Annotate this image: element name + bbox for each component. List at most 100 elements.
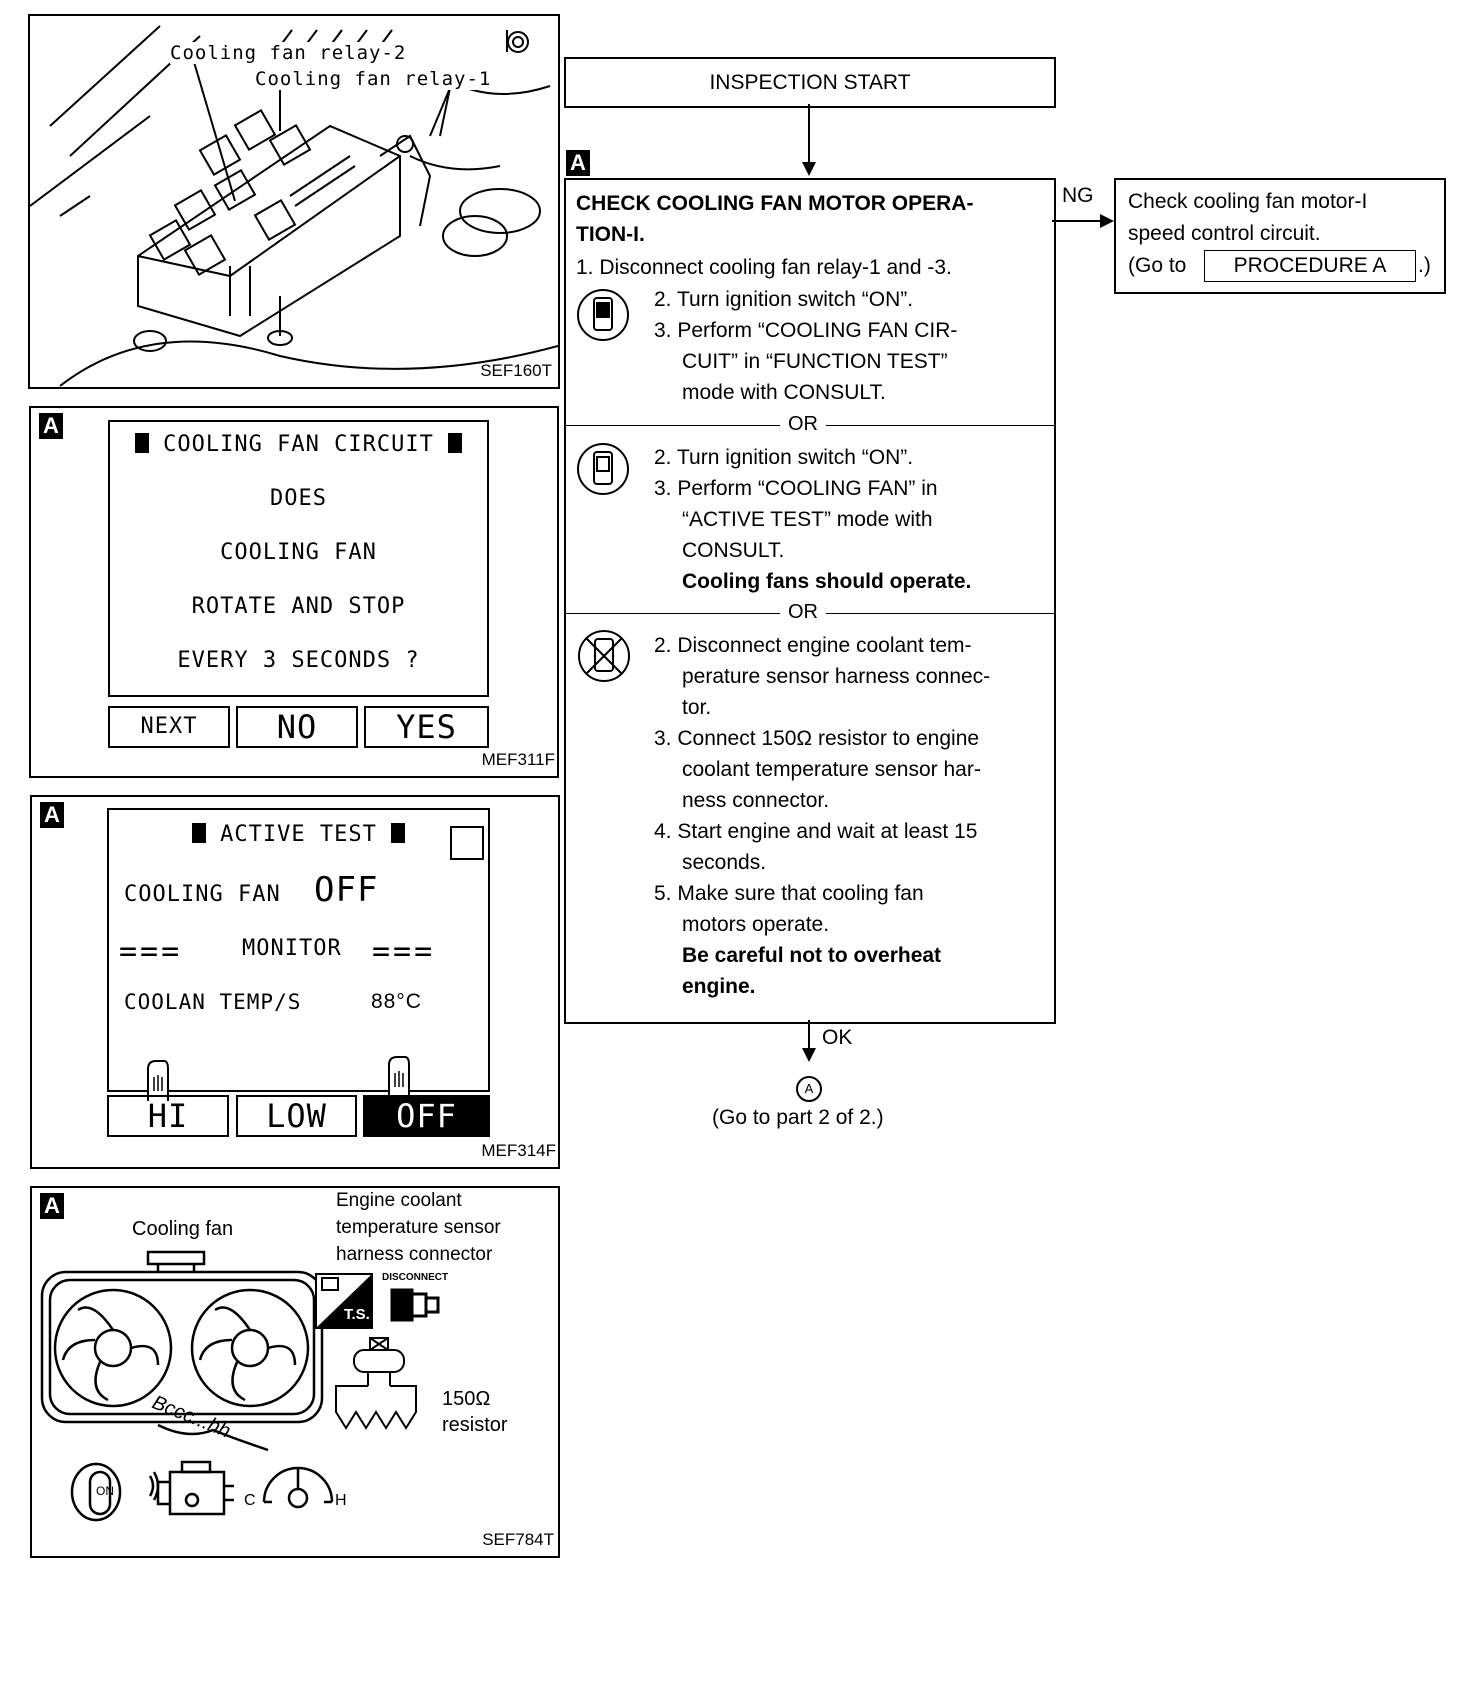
connector-a: A <box>796 1076 822 1102</box>
section-tag: A <box>566 150 590 176</box>
function-test-figure: A COOLING FAN CIRCUIT DOES COOLING FAN R… <box>29 406 559 778</box>
monitor-divider-left: === <box>119 934 183 969</box>
or-label: OR <box>780 413 826 436</box>
figure-code: SEF160T <box>480 361 552 380</box>
resistor-label: resistor <box>442 1414 508 1436</box>
test-item-label: COOLING FAN <box>124 882 281 907</box>
inspection-start-label: INSPECTION START <box>709 71 911 94</box>
step-text: motors operate. <box>682 913 830 936</box>
screen-title: ACTIVE TEST <box>220 822 377 847</box>
screen-line: COOLING FAN <box>220 540 377 565</box>
step-note: engine. <box>682 975 756 998</box>
disconnect-label: DISCONNECT <box>382 1272 449 1283</box>
step-text: ness connector. <box>682 789 830 812</box>
consult-screen: ACTIVE TEST COOLING FAN OFF === MONITOR … <box>107 808 490 1092</box>
hi-button[interactable]: HI <box>107 1095 229 1137</box>
checkbox-icon[interactable] <box>450 826 484 860</box>
monitor-item: COOLAN TEMP/S <box>124 990 302 1014</box>
touch-finger-icon <box>147 1060 169 1101</box>
sensor-label-line: harness connector <box>336 1244 493 1265</box>
screen-title-row: ACTIVE TEST <box>109 822 488 847</box>
resistor-value: 150Ω <box>442 1388 491 1410</box>
temperature-gauge-icon <box>262 1466 334 1509</box>
goto-part-2: (Go to part 2 of 2.) <box>712 1106 884 1129</box>
no-tester-icon <box>578 630 630 682</box>
next-button[interactable]: NEXT <box>108 706 230 748</box>
step-text: CONSULT. <box>682 539 785 562</box>
inspection-start-box: INSPECTION START <box>564 57 1056 108</box>
gauge-cold-label: C <box>244 1492 256 1509</box>
figure-code: MEF314F <box>481 1141 556 1160</box>
step-text: 3. Perform “COOLING FAN CIR- <box>654 319 958 342</box>
resistor-connection-figure: A Cooling fan Engine coolant temperature… <box>30 1186 560 1558</box>
screen-title: COOLING FAN CIRCUIT <box>163 432 434 457</box>
screen-line: EVERY 3 SECONDS ? <box>177 648 420 673</box>
no-button[interactable]: NO <box>236 706 358 748</box>
cooling-fan-label: Cooling fan <box>132 1218 234 1240</box>
step-text: 5. Make sure that cooling fan <box>654 882 924 905</box>
relay-1-label: Cooling fan relay-1 <box>255 68 492 90</box>
screen-title-row: COOLING FAN CIRCUIT <box>110 432 487 457</box>
step-text: CUIT” in “FUNCTION TEST” <box>682 350 948 373</box>
step-text: “ACTIVE TEST” mode with <box>682 508 933 531</box>
step-text: 2. Turn ignition switch “ON”. <box>654 446 914 469</box>
section-tag: A <box>40 1193 64 1219</box>
consult-screen: COOLING FAN CIRCUIT DOES COOLING FAN ROT… <box>108 420 489 697</box>
check-operation-box: CHECK COOLING FAN MOTOR OPERA- TION-I. 1… <box>564 178 1056 1024</box>
step-text: coolant temperature sensor har- <box>682 758 981 781</box>
procedure-a-link[interactable]: PROCEDURE A <box>1204 250 1416 282</box>
engine-icon <box>148 1460 234 1516</box>
step-text: 3. Perform “COOLING FAN” in <box>654 477 938 500</box>
relay-2-label: Cooling fan relay-2 <box>170 42 407 64</box>
connector-a-label: A <box>804 1081 814 1096</box>
square-icon <box>191 823 206 843</box>
check-title: TION-I. <box>576 223 645 246</box>
consult-tester-icon <box>577 289 629 341</box>
ng-action-box: Check cooling fan motor-I speed control … <box>1114 178 1446 294</box>
step-note: Be careful not to overheat <box>682 944 942 967</box>
ng-action-line: .) <box>1418 254 1431 277</box>
section-tag: A <box>39 413 63 439</box>
step-text: tor. <box>682 696 712 719</box>
low-button[interactable]: LOW <box>236 1095 357 1137</box>
step-text: 2. Turn ignition switch “ON”. <box>654 288 914 311</box>
screen-line: DOES <box>270 486 327 511</box>
consult-tester-icon <box>577 443 629 495</box>
step-note: Cooling fans should operate. <box>682 570 972 593</box>
ts-label: T.S. <box>344 1306 370 1323</box>
resistor-icon <box>335 1337 417 1430</box>
ignition-on-label: ON <box>96 1484 114 1498</box>
gauge-hot-label: H <box>335 1492 347 1509</box>
off-button[interactable]: OFF <box>363 1095 490 1137</box>
step-text: seconds. <box>682 851 767 874</box>
step-text: mode with CONSULT. <box>682 381 886 404</box>
test-item-value: OFF <box>314 870 379 910</box>
or-label: OR <box>780 601 826 624</box>
monitor-value: 88°C <box>371 990 422 1013</box>
step-text: 4. Start engine and wait at least 15 <box>654 820 978 843</box>
step-text: perature sensor harness connec- <box>682 665 991 688</box>
check-title: CHECK COOLING FAN MOTOR OPERA- <box>576 192 974 215</box>
yes-button[interactable]: YES <box>364 706 489 748</box>
square-icon <box>134 433 149 453</box>
flow-arrow <box>802 104 816 176</box>
monitor-label: MONITOR <box>242 936 342 961</box>
ng-action-line: (Go to <box>1128 254 1187 277</box>
relay-location-figure: Cooling fan relay-2 Cooling fan relay-1 … <box>28 14 560 389</box>
square-icon <box>448 433 463 453</box>
step-1: 1. Disconnect cooling fan relay-1 and -3… <box>576 256 952 279</box>
ts-disconnect-icon <box>315 1273 440 1329</box>
ok-arrow <box>802 1020 816 1062</box>
section-tag: A <box>40 802 64 828</box>
active-test-figure: A ACTIVE TEST COOLING FAN OFF === MONITO… <box>30 795 560 1169</box>
ng-action-line: Check cooling fan motor-I <box>1128 190 1368 213</box>
figure-code: MEF311F <box>481 750 555 769</box>
touch-finger-icon <box>388 1056 410 1097</box>
square-icon <box>391 823 406 843</box>
ng-label: NG <box>1062 184 1094 207</box>
screen-line: ROTATE AND STOP <box>191 594 406 619</box>
ng-arrow <box>1052 214 1114 228</box>
sensor-label-line: Engine coolant <box>336 1190 462 1211</box>
step-text: 2. Disconnect engine coolant tem- <box>654 634 972 657</box>
ng-action-line: speed control circuit. <box>1128 222 1321 245</box>
